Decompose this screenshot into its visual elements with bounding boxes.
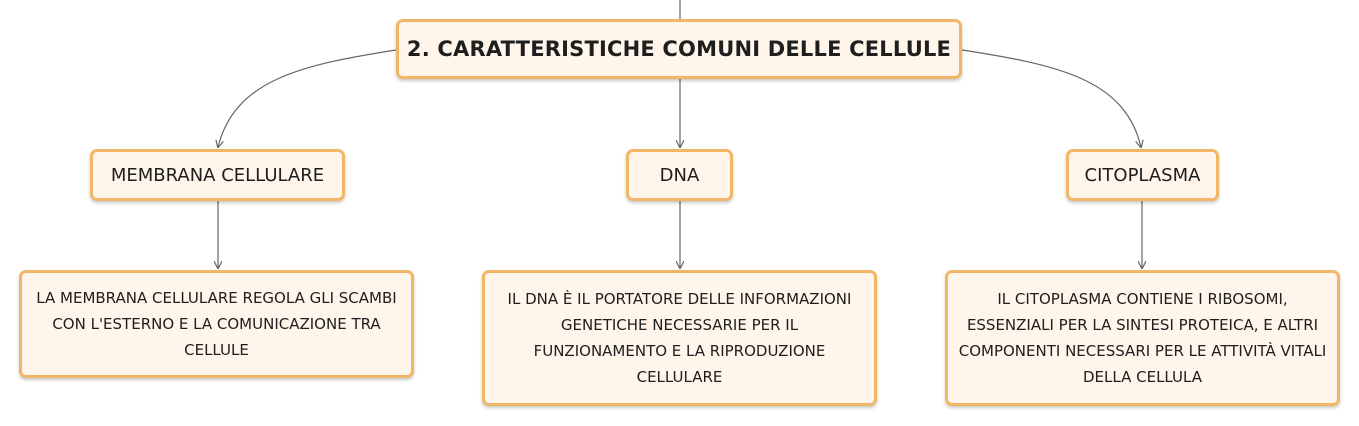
connector-root-to-membrana <box>218 49 397 147</box>
branch-node-label: MEMBRANA CELLULARE <box>110 164 325 186</box>
description-node-citoplasma[interactable]: IL CITOPLASMA CONTIENE I RIBOSOMI, ESSEN… <box>945 270 1340 406</box>
branch-node-citoplasma[interactable]: CITOPLASMA <box>1066 149 1219 201</box>
branch-node-membrana-cellulare[interactable]: MEMBRANA CELLULARE <box>90 149 345 201</box>
root-node[interactable]: 2. CARATTERISTICHE COMUNI DELLE CELLULE <box>396 19 962 79</box>
description-text: IL DNA È IL PORTATORE DELLE INFORMAZIONI… <box>507 290 852 386</box>
branch-node-dna[interactable]: DNA <box>626 149 733 201</box>
root-node-label: 2. CARATTERISTICHE COMUNI DELLE CELLULE <box>406 37 952 61</box>
description-node-membrana-cellulare[interactable]: LA MEMBRANA CELLULARE REGOLA GLI SCAMBI … <box>19 270 414 378</box>
description-node-dna[interactable]: IL DNA È IL PORTATORE DELLE INFORMAZIONI… <box>482 270 877 406</box>
description-text: LA MEMBRANA CELLULARE REGOLA GLI SCAMBI … <box>36 289 397 359</box>
description-text: IL CITOPLASMA CONTIENE I RIBOSOMI, ESSEN… <box>958 290 1327 386</box>
connector-root-to-citoplasma <box>961 49 1141 147</box>
branch-node-label: DNA <box>659 164 700 186</box>
branch-node-label: CITOPLASMA <box>1084 164 1201 186</box>
